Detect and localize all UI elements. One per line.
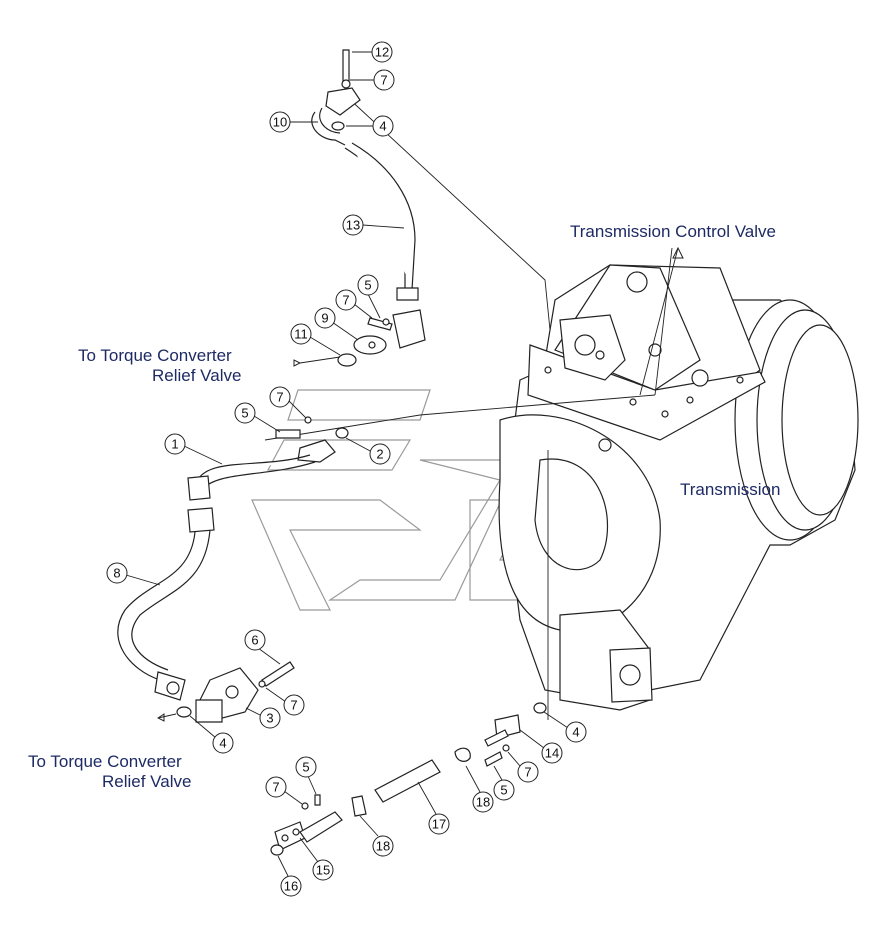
callout-2: 2 (345, 437, 391, 465)
callout-number: 4 (379, 119, 386, 134)
callout-9: 9 (314, 307, 359, 341)
callout-13: 13 (342, 214, 405, 236)
callout-number: 16 (284, 879, 298, 894)
callout-number: 4 (572, 725, 579, 740)
lower-right-fittings (374, 702, 547, 803)
callout-5: 5 (357, 274, 381, 319)
callout-number: 4 (219, 736, 226, 751)
label-transmission-control-valve: Transmission Control Valve (570, 222, 776, 241)
callout-number: 15 (316, 863, 330, 878)
callout-1: 1 (164, 433, 223, 465)
callout-10: 10 (269, 111, 318, 133)
upper-hose-assembly (293, 49, 426, 367)
callout-11: 11 (290, 323, 341, 356)
callout-18: 18 (359, 815, 394, 857)
callouts: 12 7 10 4 13 5 7 9 11 7 5 1 2 8 6 7 3 4 … (106, 41, 587, 897)
callout-5: 5 (295, 756, 317, 795)
callout-number: 7 (272, 780, 279, 795)
callout-14: 14 (519, 729, 563, 764)
callout-number: 18 (476, 795, 490, 810)
callout-6: 6 (244, 629, 281, 665)
callout-16: 16 (277, 855, 302, 897)
callout-18: 18 (465, 765, 494, 813)
callout-number: 5 (302, 760, 309, 775)
lower-hose-assembly (117, 507, 295, 723)
callout-5: 5 (234, 402, 281, 433)
control-valve-body (527, 264, 766, 441)
callout-number: 2 (376, 447, 383, 462)
callout-number: 6 (251, 633, 258, 648)
callout-number: 13 (346, 218, 360, 233)
callout-number: 18 (376, 839, 390, 854)
callout-7: 7 (269, 386, 307, 419)
callout-7: 7 (265, 776, 303, 805)
text-labels: Transmission Control Valve Transmission … (28, 222, 780, 791)
label-relief-valve-bottom-1: To Torque Converter (28, 752, 182, 771)
callout-5: 5 (493, 765, 515, 801)
reference-lines (264, 94, 679, 720)
callout-number: 17 (432, 817, 446, 832)
arrowheads (672, 246, 684, 259)
callout-4: 4 (189, 715, 234, 754)
callout-number: 11 (294, 327, 308, 342)
callout-number: 7 (290, 698, 297, 713)
callout-4: 4 (346, 115, 394, 137)
label-transmission: Transmission (680, 480, 780, 499)
callout-7: 7 (265, 687, 305, 716)
callout-number: 12 (375, 45, 389, 60)
callout-17: 17 (417, 781, 450, 835)
callout-number: 9 (321, 311, 328, 326)
callout-number: 5 (500, 783, 507, 798)
callout-number: 7 (342, 293, 349, 308)
label-relief-valve-top-1: To Torque Converter (78, 346, 232, 365)
callout-15: 15 (299, 837, 334, 881)
callout-number: 1 (171, 437, 178, 452)
callout-7: 7 (335, 289, 373, 319)
callout-number: 8 (113, 566, 120, 581)
callout-12: 12 (352, 41, 393, 63)
callout-8: 8 (106, 562, 161, 586)
callout-number: 7 (380, 73, 387, 88)
callout-number: 5 (241, 406, 248, 421)
callout-number: 7 (276, 390, 283, 405)
callout-number: 3 (266, 711, 273, 726)
label-relief-valve-top-2: Relief Valve (152, 366, 241, 385)
callout-number: 10 (273, 115, 287, 130)
bottom-left-fittings (270, 794, 367, 856)
callout-number: 5 (364, 278, 371, 293)
callout-4: 4 (543, 711, 587, 743)
callout-7: 7 (507, 751, 539, 783)
callout-3: 3 (245, 707, 281, 729)
callout-number: 7 (524, 765, 531, 780)
callout-7: 7 (350, 69, 395, 91)
callout-number: 14 (545, 746, 559, 761)
middle-fitting-assembly (187, 416, 349, 501)
label-relief-valve-bottom-2: Relief Valve (102, 772, 191, 791)
